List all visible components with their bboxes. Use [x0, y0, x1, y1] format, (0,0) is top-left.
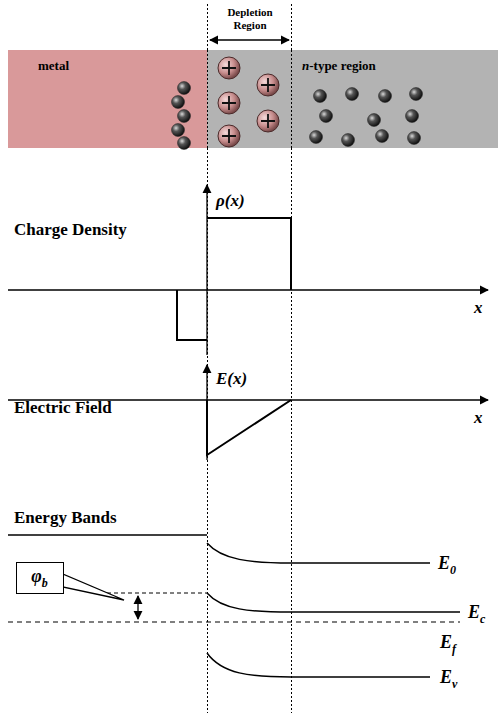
electron	[172, 96, 185, 109]
fermi-level	[8, 621, 460, 622]
electron	[410, 88, 423, 101]
donor-ion	[218, 125, 240, 147]
boundary-line	[291, 4, 292, 713]
electron	[178, 82, 191, 95]
semiconductor-region: n-type region	[207, 50, 498, 148]
label-anchor: x	[474, 408, 483, 428]
plus-sign	[222, 129, 236, 143]
electron	[310, 131, 323, 144]
callout-tail	[58, 572, 124, 600]
section-heading: Energy Bands	[14, 508, 117, 528]
plus-sign	[222, 61, 236, 75]
region-illustration	[8, 50, 207, 148]
electron	[408, 132, 421, 145]
boundary-line	[207, 4, 208, 713]
donor-ion	[257, 74, 279, 96]
band-label: E0	[438, 553, 456, 577]
vacuum-level	[207, 543, 430, 563]
region-label: metal	[38, 58, 69, 74]
electron	[368, 114, 381, 127]
electron	[178, 110, 191, 123]
axis-label: x	[474, 408, 483, 428]
section-heading: Charge Density	[14, 220, 127, 240]
plus-sign	[222, 96, 236, 110]
label-anchor: Ev	[440, 667, 457, 692]
electron	[406, 110, 419, 123]
label-anchor: Ef	[440, 632, 456, 657]
label-anchor: Energy Bands	[14, 508, 117, 528]
electron	[376, 130, 389, 143]
section-heading: Electric Field	[14, 398, 112, 418]
valence-band	[207, 653, 430, 677]
width-arrow	[210, 39, 289, 40]
plus-sign	[261, 78, 275, 92]
electron	[314, 90, 327, 103]
donor-ion	[218, 57, 240, 79]
label-anchor: Electric Field	[14, 398, 112, 418]
axis-label: ρ(x)	[216, 191, 245, 211]
boundary-line	[291, 50, 292, 148]
barrier-label: φb	[31, 566, 48, 590]
label-anchor: Ec	[468, 602, 485, 627]
label-anchor: Charge Density	[14, 220, 127, 240]
donor-ion	[218, 92, 240, 114]
field-profile	[207, 400, 291, 455]
region-label: n-type region	[302, 58, 376, 74]
electron	[178, 137, 191, 150]
band-label: Ev	[440, 667, 457, 691]
label-anchor: Depletion Region	[219, 6, 281, 33]
electron	[342, 134, 355, 147]
electron	[172, 124, 185, 137]
electron	[379, 90, 392, 103]
electron	[346, 88, 359, 101]
barrier-arrow	[137, 596, 138, 619]
vacuum-level	[8, 534, 207, 536]
label-anchor: E(x)	[216, 369, 247, 389]
band-label: Ef	[440, 632, 456, 656]
band-label: Ec	[468, 602, 485, 626]
metal-region: metal	[8, 50, 207, 148]
label-anchor: E0	[438, 553, 456, 578]
plus-sign	[261, 114, 275, 128]
donor-ion	[257, 110, 279, 132]
label-anchor: ρ(x)	[216, 191, 245, 211]
axis-label: x	[474, 298, 483, 318]
electron	[320, 110, 333, 123]
x-axis	[8, 289, 488, 290]
barrier-marker	[100, 593, 207, 594]
charge-profile	[177, 218, 291, 340]
callout-box: φb	[16, 562, 64, 594]
region-label: Depletion Region	[219, 6, 281, 32]
conduction-band	[207, 593, 460, 612]
label-anchor: x	[474, 298, 483, 318]
axis-label: E(x)	[216, 369, 247, 389]
y-axis	[206, 185, 207, 355]
boundary-line	[207, 50, 208, 148]
